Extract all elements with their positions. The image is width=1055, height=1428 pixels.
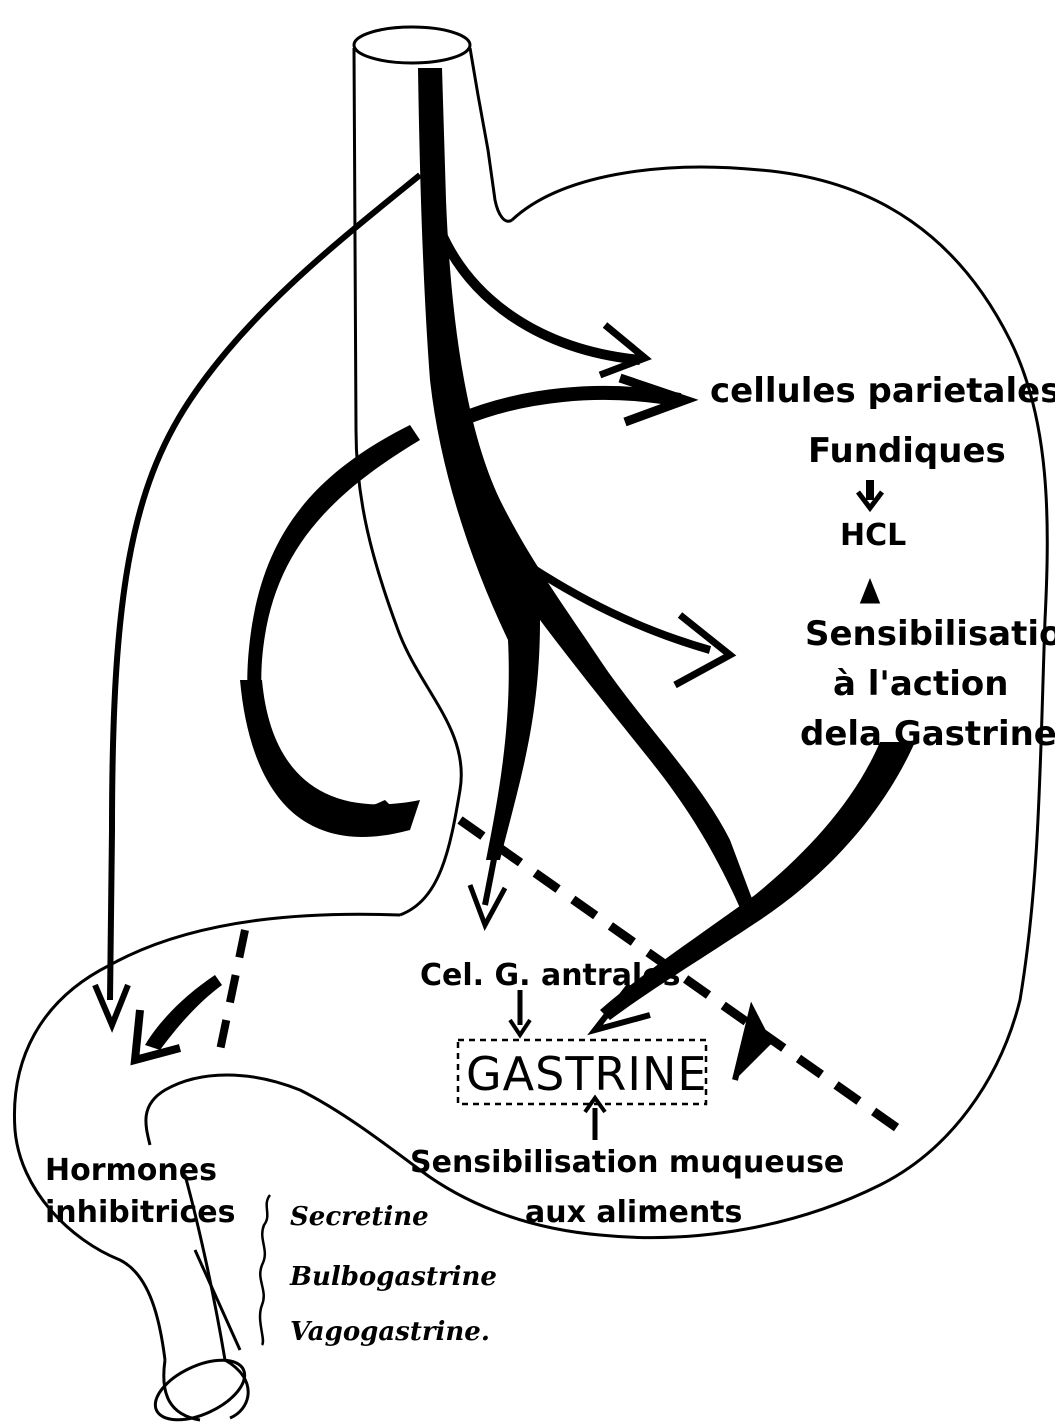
branch-antral-thick [240, 680, 420, 837]
arrow-sensib-hcl [862, 582, 878, 602]
vagus-main-trunk [418, 68, 760, 922]
label-inhibitrices: inhibitrices [45, 1195, 235, 1230]
hormones-brace [260, 1195, 270, 1345]
duodenum-detail [195, 1250, 240, 1350]
label-fundiques: Fundiques [808, 431, 1006, 471]
label-aux-aliments: aux aliments [525, 1195, 742, 1230]
label-vagogastrine: Vagogastrine. [290, 1317, 490, 1347]
label-sensibilisation: Sensibilisation [805, 614, 1055, 654]
label-sensibilisation-muqueuse: Sensibilisation muqueuse [410, 1145, 844, 1180]
label-de-la-gastrine: dela Gastrine [800, 714, 1055, 754]
label-bulbogastrine: Bulbogastrine [289, 1262, 497, 1292]
label-hormones: Hormones [45, 1153, 217, 1188]
label-cellules-parietales: cellules parietales [710, 371, 1055, 411]
label-hcl: HCL [840, 518, 906, 553]
label-cel-g-antrales: Cel. G. antrales [420, 958, 680, 993]
branch-upper [440, 230, 640, 360]
arrow-antral-to-hormones [145, 975, 222, 1050]
dashed-line-vertical [218, 930, 245, 1060]
label-gastrine: GASTRINE [466, 1047, 707, 1101]
label-a-l-action: à l'action [833, 664, 1008, 704]
label-secretine: Secretine [290, 1202, 429, 1232]
